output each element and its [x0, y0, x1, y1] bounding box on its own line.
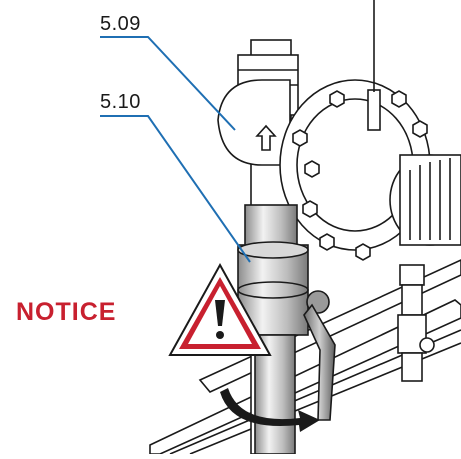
callout-label-510: 5.10 [100, 91, 141, 113]
callout-label-509: 5.09 [100, 13, 141, 35]
valve-body [217, 0, 461, 261]
notice-label: NOTICE [16, 298, 117, 326]
warning-triangle-icon [168, 262, 272, 356]
callout-leader-509 [100, 36, 236, 131]
callout-leader-510 [100, 115, 251, 263]
flow-direction-arrow-icon [255, 124, 277, 151]
flange-bolts [292, 90, 428, 261]
side-drain-valve [397, 264, 435, 382]
ball-valve [237, 204, 336, 455]
rotation-arrow-icon [220, 388, 320, 432]
